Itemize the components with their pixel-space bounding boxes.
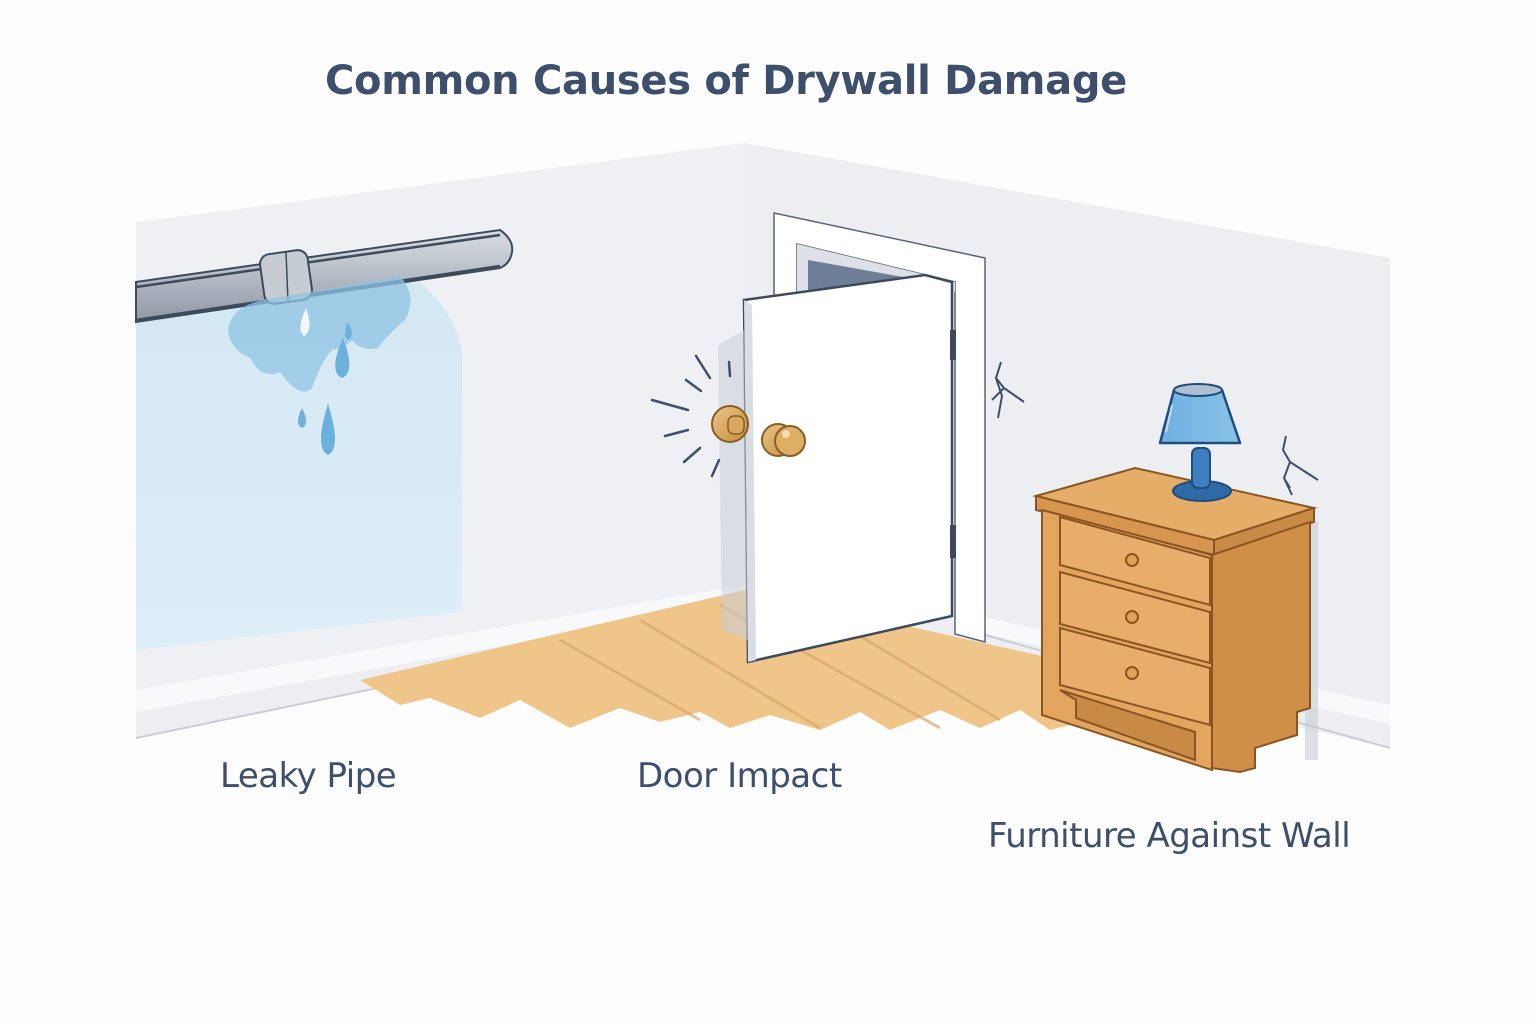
label-door-impact: Door Impact [637, 756, 842, 796]
water-drop-icon [228, 276, 411, 455]
nightstand-icon [1032, 466, 1318, 774]
doorknob-icon [711, 405, 806, 457]
label-furniture-against-wall: Furniture Against Wall [988, 816, 1351, 856]
water-stain [136, 282, 462, 650]
wood-floor [360, 590, 1090, 730]
wall-crack-icon [1281, 435, 1319, 496]
lamp-icon [1158, 383, 1242, 502]
wall-crack-icon [991, 361, 1025, 419]
pipe-icon [135, 228, 514, 324]
diagram-title: Common Causes of Drywall Damage [324, 58, 1127, 104]
label-leaky-pipe: Leaky Pipe [220, 756, 397, 796]
impact-lines-icon [650, 354, 732, 478]
door-icon [718, 212, 986, 664]
